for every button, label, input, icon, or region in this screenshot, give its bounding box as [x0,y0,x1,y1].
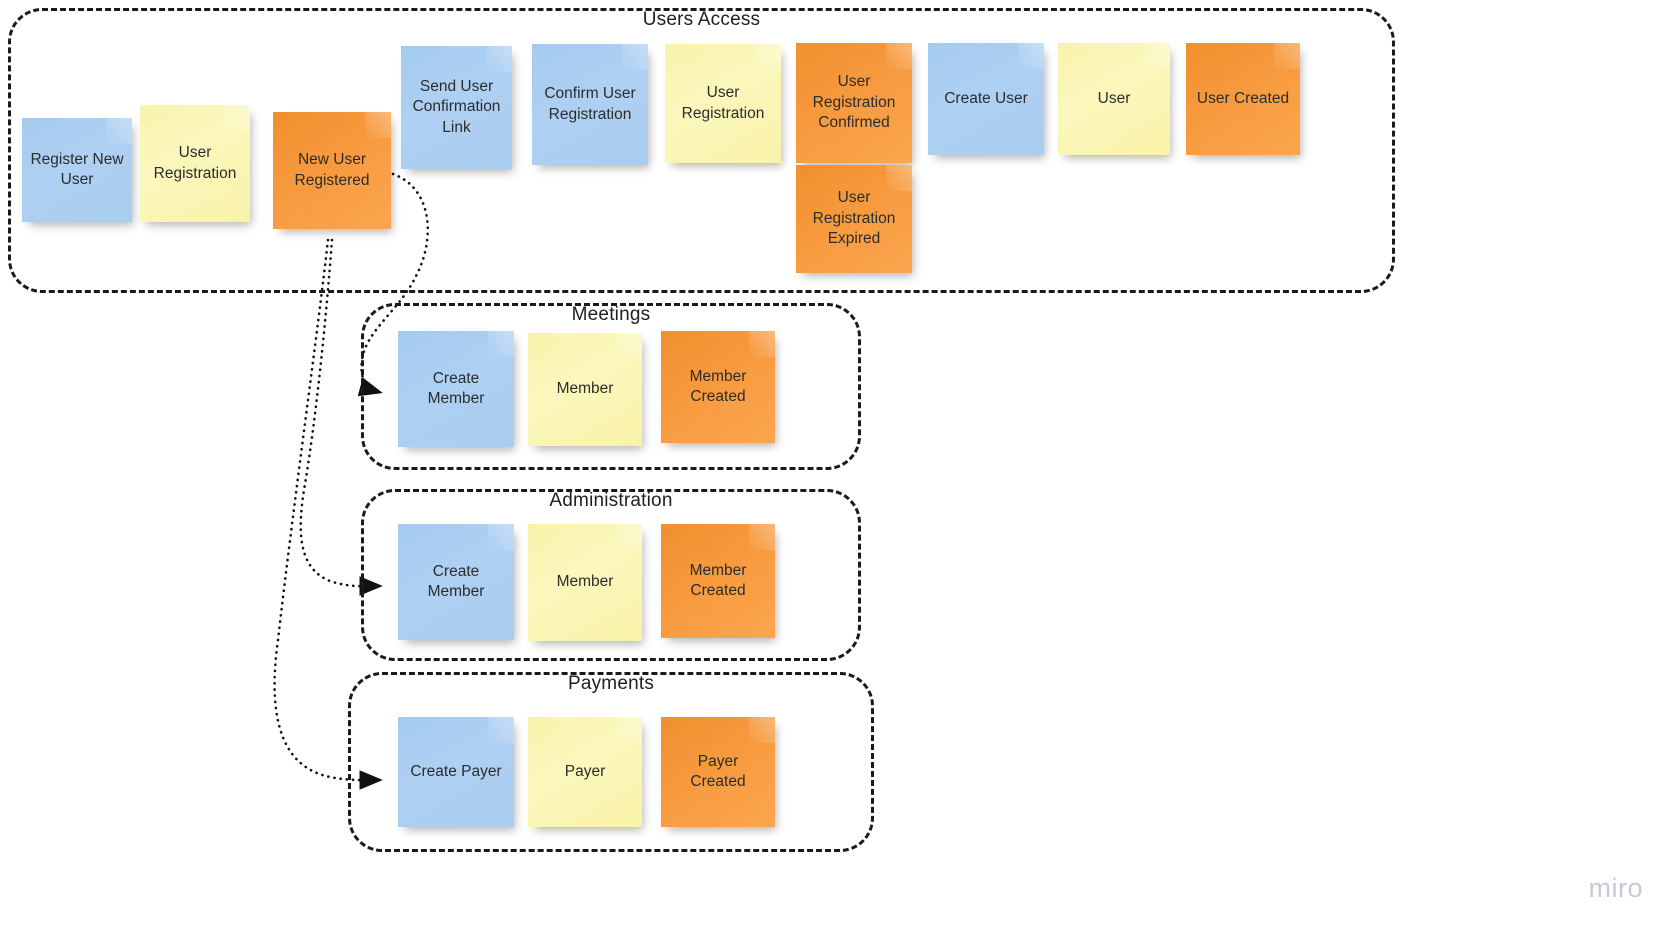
note-label: Member Created [689,367,747,405]
note-label: User Created [1196,89,1290,107]
note-payments-payer-created[interactable]: Payer Created [661,717,775,827]
note-payments-create-payer[interactable]: Create Payer [398,717,514,827]
context-payments: Payments [348,672,874,852]
miro-watermark: miro [1588,873,1643,903]
note-label: Payer Created [690,752,746,790]
context-administration: Administration [361,489,861,661]
note-label: Member [556,380,614,398]
context-title-meetings: Meetings [571,304,651,325]
note-label: Create Payer [410,762,502,780]
note-label: User [1097,89,1131,107]
note-label: User Registration Expired [812,189,896,248]
note-label: Payer [564,762,606,780]
note-administration-member[interactable]: Member [528,524,642,641]
note-confirm-user-registration[interactable]: Confirm User Registration [532,44,648,165]
note-create-user[interactable]: Create User [928,43,1044,155]
note-label: New User Registered [294,151,370,189]
context-meetings: Meetings [361,303,861,470]
note-user-registration-expired[interactable]: User Registration Expired [796,165,912,273]
note-label: Member [556,573,614,591]
note-new-user-registered[interactable]: New User Registered [273,112,391,229]
note-label: User Registration Confirmed [812,73,896,132]
note-label: Create Member [427,369,485,407]
note-label: Send User Confirmation Link [412,77,501,136]
note-user-registration-confirmed[interactable]: User Registration Confirmed [796,43,912,163]
note-user-registration-2[interactable]: User Registration [665,44,781,163]
note-administration-create-member[interactable]: Create Member [398,524,514,640]
note-register-new-user[interactable]: Register New User [22,118,132,222]
note-user[interactable]: User [1058,43,1170,155]
note-payments-payer[interactable]: Payer [528,717,642,827]
note-user-registration-1[interactable]: User Registration [140,105,250,222]
note-label: User Registration [153,144,237,182]
note-label: Register New User [30,150,124,188]
context-title-users-access: Users Access [642,9,761,30]
note-user-created[interactable]: User Created [1186,43,1300,155]
note-label: Member Created [689,561,747,599]
note-meetings-member[interactable]: Member [528,333,642,446]
context-users-access: Users Access [8,8,1395,293]
note-administration-member-created[interactable]: Member Created [661,524,775,638]
context-title-administration: Administration [549,490,673,511]
note-label: Create Member [427,562,485,600]
context-title-payments: Payments [567,673,655,694]
note-label: Create User [944,89,1028,107]
note-meetings-create-member[interactable]: Create Member [398,331,514,447]
note-send-user-confirmation-link[interactable]: Send User Confirmation Link [401,46,512,169]
note-meetings-member-created[interactable]: Member Created [661,331,775,443]
note-label: Confirm User Registration [544,85,636,123]
note-label: User Registration [681,84,765,122]
